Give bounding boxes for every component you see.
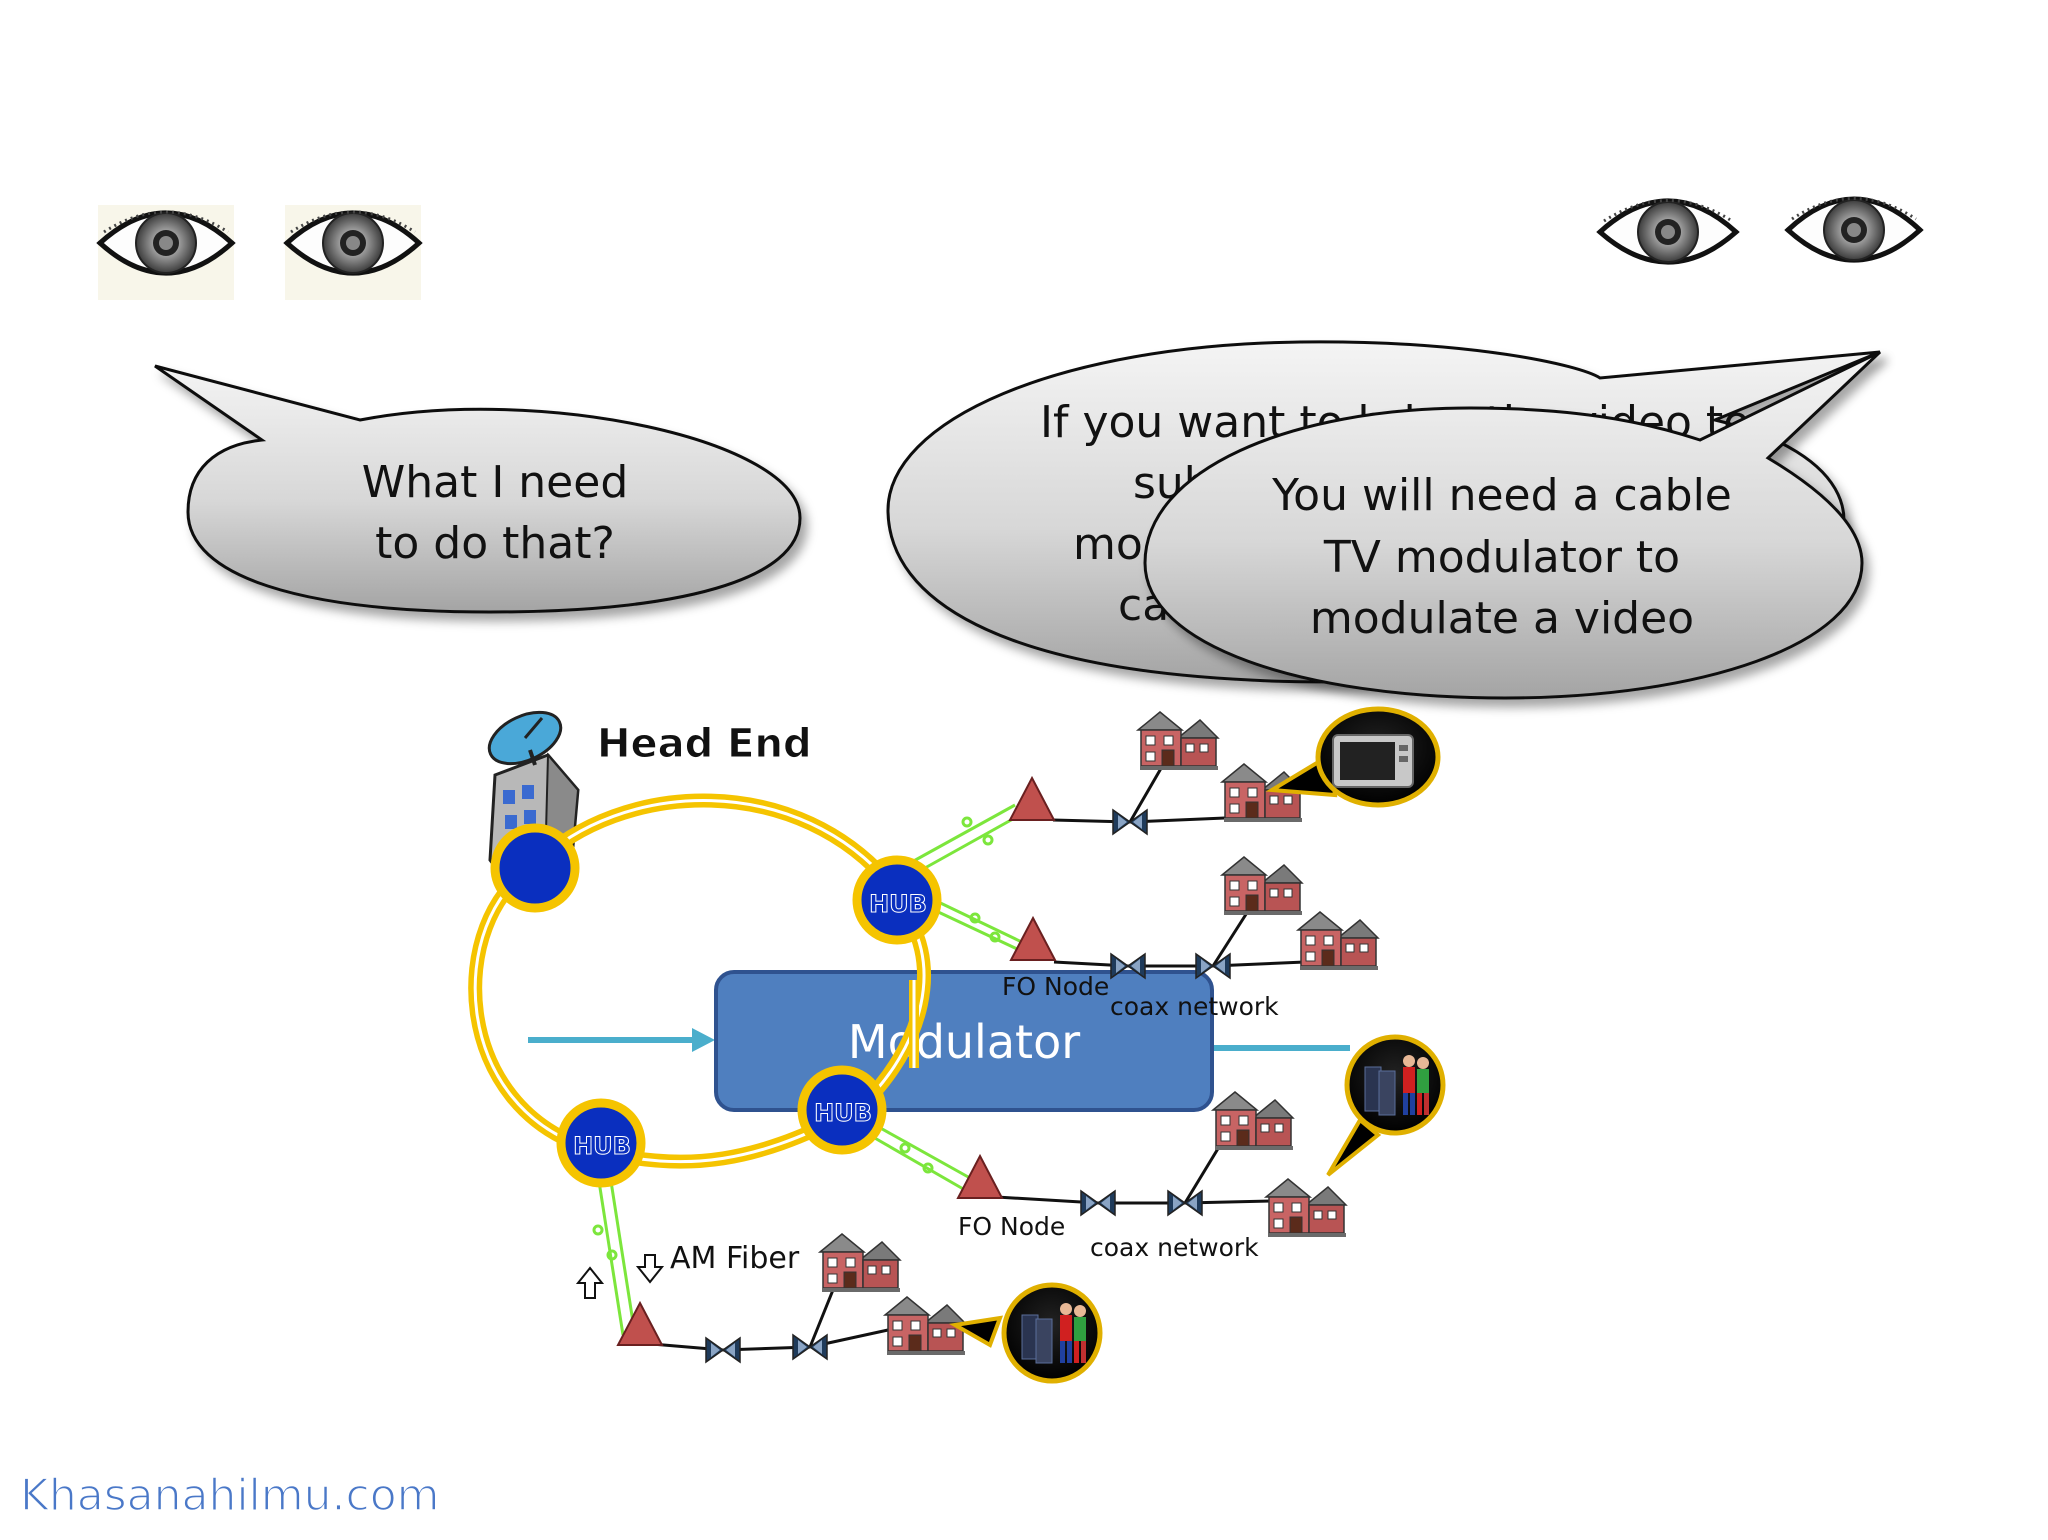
house-icon: [1221, 856, 1303, 916]
eye-icon: [96, 205, 236, 300]
viewers-icon: [1347, 1037, 1443, 1133]
head-end-hub: [490, 823, 580, 913]
amplifier-icon: [1080, 1190, 1116, 1216]
hub-middle-label: HUB: [814, 1099, 872, 1127]
house-icon: [1212, 1091, 1294, 1151]
viewers-bubble-bottom: [949, 1285, 1100, 1381]
question-bubble: [154, 364, 802, 614]
tv-bubble: [1265, 706, 1441, 808]
house-icon: [1297, 911, 1379, 971]
amplifier-icon: [792, 1334, 828, 1360]
fo-node-label-2: FO Node: [958, 1212, 1065, 1241]
right-eyes: [1596, 196, 1924, 265]
answer-line-3: modulate a video: [1310, 593, 1694, 644]
watermark: Khasanahilmu.com: [20, 1470, 439, 1521]
eye-icon: [1784, 196, 1924, 263]
question-line-2: to do that?: [375, 518, 615, 569]
tv-icon: [1332, 734, 1414, 788]
viewers-icon: [1004, 1285, 1100, 1381]
hub-middle[interactable]: [797, 1065, 887, 1155]
amplifier-icon: [705, 1337, 741, 1363]
hub-bottom[interactable]: [556, 1098, 646, 1188]
answer-line-1: You will need a cable: [1271, 470, 1732, 521]
fiber-links: [592, 803, 1031, 1336]
fo-node-icon: [957, 1155, 1003, 1199]
coax-network-label-1: coax network: [1110, 992, 1279, 1021]
amplifier-icon: [1112, 809, 1148, 835]
eye-icon: [1596, 198, 1740, 265]
input-arrow-icon: [528, 1028, 715, 1052]
amplifier-icon: [1167, 1190, 1203, 1216]
am-fiber-label: AM Fiber: [670, 1241, 800, 1276]
house-icon: [1265, 1178, 1347, 1238]
up-arrow-icon: [575, 1266, 605, 1299]
back-bubble-line-3: mo: [1073, 519, 1143, 570]
hub-bottom-label: HUB: [573, 1132, 631, 1160]
down-arrow-icon: [635, 1254, 665, 1284]
fo-node-icon: [1009, 777, 1055, 821]
modulator-label: Modulator: [848, 1015, 1080, 1069]
answer-bubble: [1143, 350, 1882, 700]
hub-top-label: HUB: [869, 890, 927, 918]
house-icon: [819, 1233, 901, 1293]
house-icon: [1137, 711, 1219, 771]
amplifier-icon: [1195, 953, 1231, 979]
eye-icon: [283, 205, 423, 300]
hub-top[interactable]: [852, 855, 942, 945]
fo-node-icon: [617, 1302, 663, 1346]
head-end-label: Head End: [597, 721, 812, 767]
fo-node-label-1: FO Node: [1002, 972, 1109, 1001]
answer-line-2: TV modulator to: [1323, 532, 1680, 583]
left-eyes: [96, 205, 423, 300]
coax-network-label-2: coax network: [1090, 1233, 1259, 1262]
question-line-1: What I need: [362, 457, 629, 508]
viewers-bubble: [1326, 1037, 1443, 1177]
